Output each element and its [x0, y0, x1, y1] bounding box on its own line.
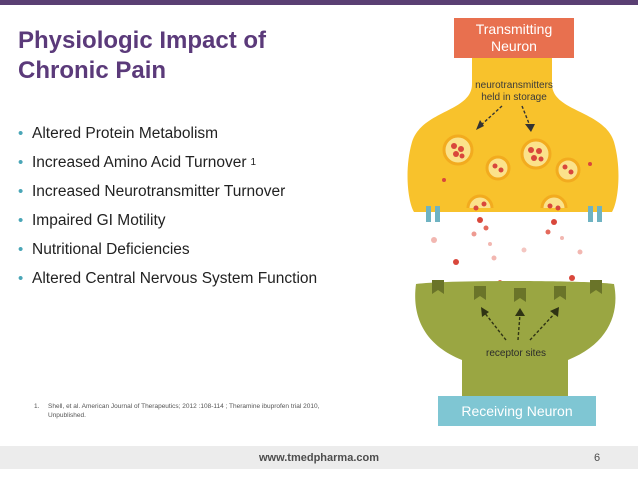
receptor-site: [474, 286, 486, 300]
bullet-dot: •: [18, 241, 24, 258]
bullet-text: Increased Neurotransmitter Turnover: [32, 183, 286, 200]
citation-superscript: 1: [250, 157, 257, 168]
free-molecule: [588, 162, 592, 166]
footnote-number: 1.: [34, 403, 40, 410]
ion-channel: [426, 206, 431, 222]
ion-channel: [597, 206, 602, 222]
transmitting-neuron-badge: [454, 18, 574, 58]
fusing-vesicle: [466, 194, 494, 211]
released-neurotransmitters: [431, 217, 583, 286]
receptor-site: [432, 280, 444, 294]
bullet-text: Impaired GI Motility: [32, 212, 166, 229]
bullet-item: • Altered Central Nervous System Function: [18, 269, 408, 298]
ion-channel: [588, 206, 593, 222]
bullet-dot: •: [18, 125, 24, 142]
free-molecule: [442, 178, 446, 182]
vesicle: [520, 138, 552, 170]
receptor-site: [554, 286, 566, 300]
vesicle: [555, 157, 581, 183]
bullet-text: Altered Central Nervous System Function: [32, 270, 318, 287]
bullet-dot: •: [18, 270, 24, 287]
transmitting-neuron-label-line1: Transmitting: [476, 21, 553, 37]
storage-arrows: [479, 105, 531, 127]
page-number: 6: [594, 452, 601, 464]
vesicle: [485, 155, 511, 181]
receiving-neuron-shape: [415, 281, 616, 402]
receptor-sites-label: receptor sites: [486, 348, 546, 359]
bullet-dot: •: [18, 212, 24, 229]
footer-bar: [0, 446, 638, 469]
receiving-neuron-badge: [438, 396, 596, 426]
receptor-site: [590, 280, 602, 294]
footnote: 1. Shell, et al. American Journal of The…: [34, 402, 324, 420]
bullet-text: Nutritional Deficiencies: [32, 241, 190, 258]
bullet-item: • Increased Neurotransmitter Turnover: [18, 182, 408, 211]
top-accent-bar: [0, 0, 638, 5]
receptor-arrow-heads: [481, 307, 559, 317]
fusing-vesicle: [540, 194, 568, 211]
storage-label-line1: neurotransmitters: [475, 80, 553, 91]
ion-channel: [435, 206, 440, 222]
storage-label-line2: held in storage: [481, 92, 547, 103]
arrow-heads: [476, 120, 535, 132]
bullet-item: • Nutritional Deficiencies: [18, 240, 408, 269]
receptor-arrows: [483, 311, 557, 341]
footnote-text: Shell, et al. American Journal of Therap…: [48, 403, 320, 419]
bullet-item: • Altered Protein Metabolism: [18, 124, 408, 153]
bullet-text: Increased Amino Acid Turnover: [32, 154, 247, 171]
bullet-item: • Impaired GI Motility: [18, 211, 408, 240]
bullet-list: • Altered Protein Metabolism • Increased A…: [18, 124, 408, 298]
bullet-dot: •: [18, 183, 24, 200]
synapse-diagram: Transmitting Neuron neurotransmitters he…: [407, 18, 619, 426]
receptor-site: [514, 288, 526, 302]
slide-title: Physiologic Impact of Chronic Pain: [18, 27, 267, 84]
transmitting-neuron-label-line2: Neuron: [491, 38, 537, 54]
vesicle: [442, 134, 474, 166]
footer-url: www.tmedpharma.com: [258, 452, 379, 464]
bullet-dot: •: [18, 154, 24, 171]
bullet-text: Altered Protein Metabolism: [32, 125, 219, 142]
receiving-neuron-label: Receiving Neuron: [461, 403, 572, 419]
